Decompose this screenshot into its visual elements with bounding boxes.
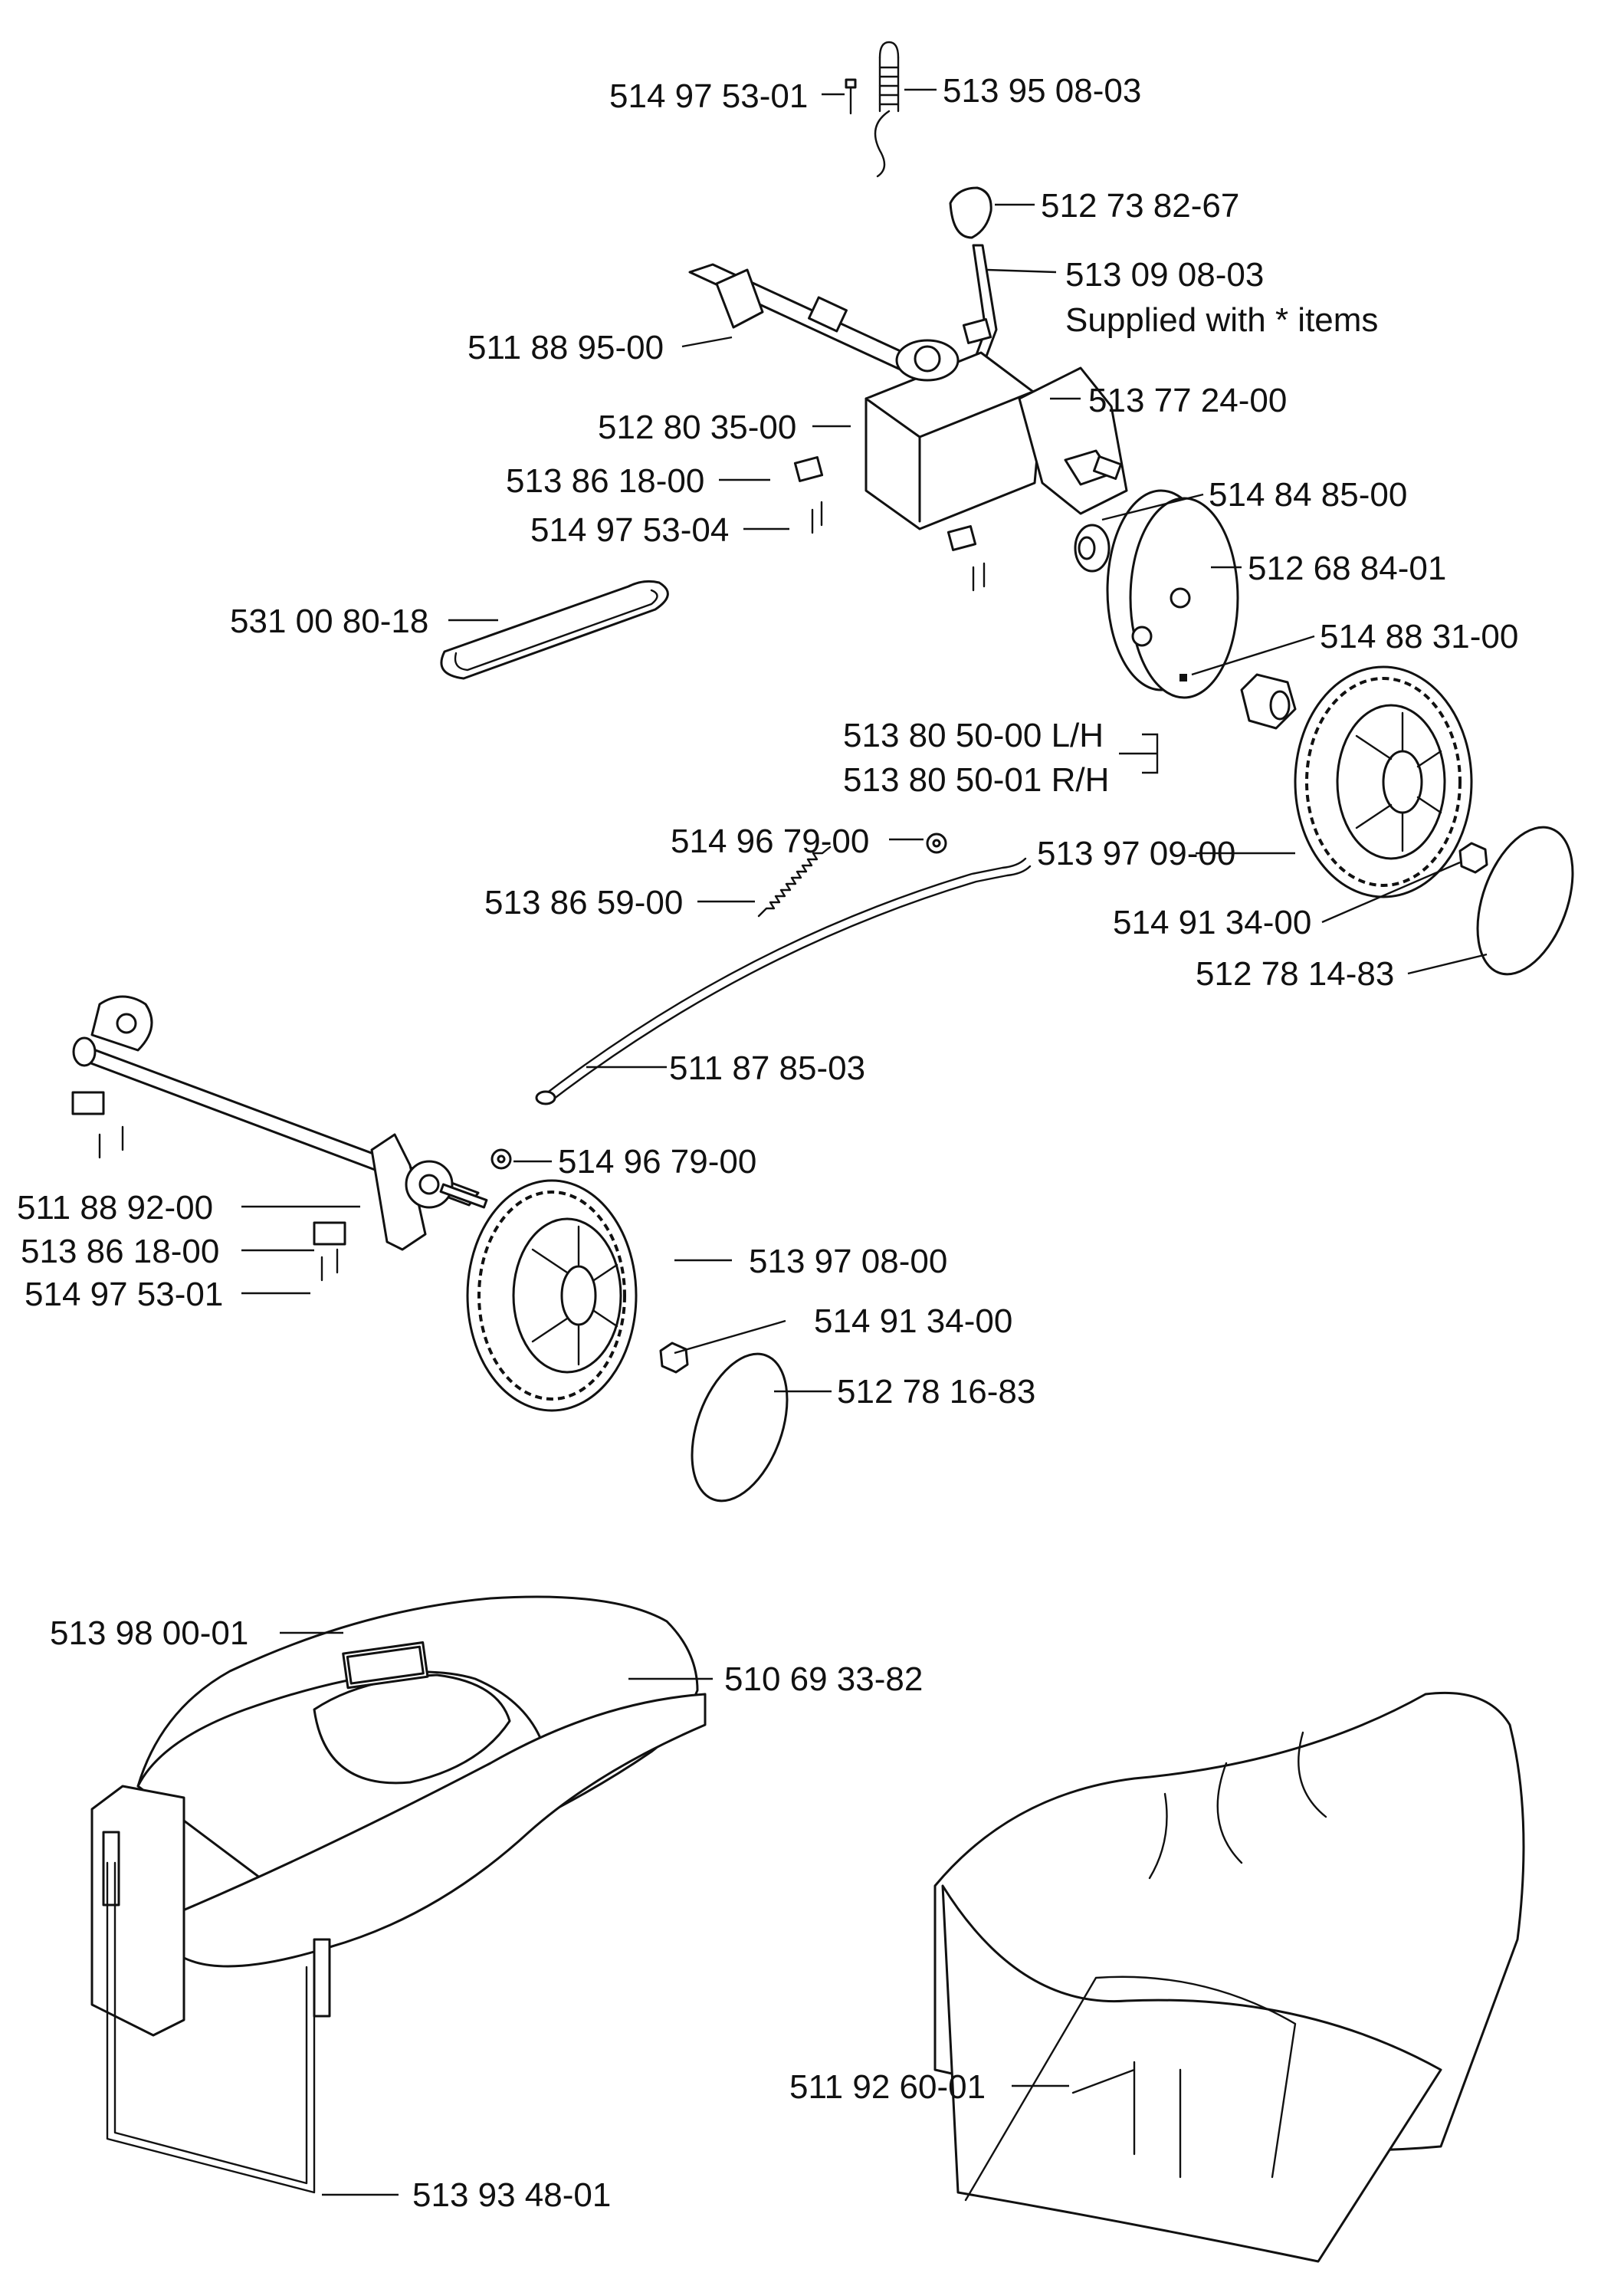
nut-514-91-34-00-right [1458,842,1488,874]
label-510-69-33-82: 510 69 33-82 [724,1660,923,1698]
label-514-96-79-00-bottom: 514 96 79-00 [558,1143,756,1181]
label-513-77-24-00: 513 77 24-00 [1088,382,1287,419]
spring-513-95-08-03 [874,41,900,178]
label-513-09-08-03: 513 09 08-03 [1065,256,1264,294]
label-513-95-08-03: 513 95 08-03 [943,72,1141,110]
callout-labels: 514 97 53-01 513 95 08-03 512 73 82-67 5… [17,72,1518,2214]
pulley-512-68-84-01 [1106,489,1239,699]
wheel-513-97-09-00 [1294,665,1473,898]
label-514-91-34-00-right: 514 91 34-00 [1113,904,1311,941]
flap-513-98-00-01 [346,1645,425,1685]
label-513-86-18-00-top: 513 86 18-00 [506,462,704,500]
washer-514-96-79-00-top [926,833,947,854]
label-514-88-31-00: 514 88 31-00 [1320,618,1518,655]
pin-514-88-31-00 [1179,674,1187,681]
label-513-97-08-00: 513 97 08-00 [749,1243,947,1280]
label-514-97-53-01-bottom: 514 97 53-01 [25,1276,223,1313]
label-513-80-50-00: 513 80 50-00 L/H [843,717,1104,754]
label-513-93-48-01: 513 93 48-01 [412,2176,611,2214]
label-511-92-60-01: 511 92 60-01 [789,2068,986,2106]
spring-513-86-59-00 [757,846,832,918]
label-511-88-92-00: 511 88 92-00 [17,1189,213,1227]
label-supplied-note: Supplied with * items [1065,301,1378,339]
label-512-73-82-67: 512 73 82-67 [1041,187,1239,225]
label-511-87-85-03: 511 87 85-03 [669,1049,865,1087]
label-514-97-53-04: 514 97 53-04 [530,511,729,549]
knob-512-73-82-67 [949,186,992,239]
bag-511-92-60-01 [933,1691,1525,2263]
screw-514-97-53-01-top [845,78,857,115]
cable-511-87-85-03 [535,857,1032,1105]
label-531-00-80-18: 531 00 80-18 [230,603,428,640]
leader-lines [241,88,1488,2196]
label-514-97-53-01-top: 514 97 53-01 [609,77,808,115]
label-514-84-85-00: 514 84 85-00 [1209,476,1407,514]
label-511-88-95-00: 511 88 95-00 [468,329,664,366]
label-512-78-16-83: 512 78 16-83 [837,1373,1035,1411]
label-513-86-59-00: 513 86 59-00 [484,884,683,921]
label-512-78-14-83: 512 78 14-83 [1196,955,1394,993]
label-514-96-79-00-top: 514 96 79-00 [671,823,869,860]
bushing-514-84-85-00 [1074,524,1111,573]
label-513-86-18-00-bottom: 513 86 18-00 [21,1233,219,1270]
gearbox-assembly [688,263,1128,592]
label-514-91-34-00-left: 514 91 34-00 [814,1302,1012,1340]
belt-531-00-80-18 [440,580,669,680]
label-513-97-09-00: 513 97 09-00 [1037,835,1235,872]
washer-514-96-79-00-bottom [490,1148,512,1170]
frame-513-93-48-01 [106,1861,316,2194]
label-513-98-00-01: 513 98 00-01 [50,1614,248,1652]
label-512-80-35-00: 512 80 35-00 [598,409,796,446]
wheel-513-97-08-00 [466,1179,638,1412]
pinion-513-80-50 [1240,673,1297,730]
axle-511-88-92-00 [71,995,488,1282]
label-512-68-84-01: 512 68 84-01 [1248,550,1446,587]
label-513-80-50-01: 513 80 50-01 R/H [843,761,1109,799]
cap-512-78-16-83 [691,1352,789,1503]
nut-514-91-34-00-left [659,1342,689,1374]
cap-512-78-14-83 [1476,826,1574,976]
